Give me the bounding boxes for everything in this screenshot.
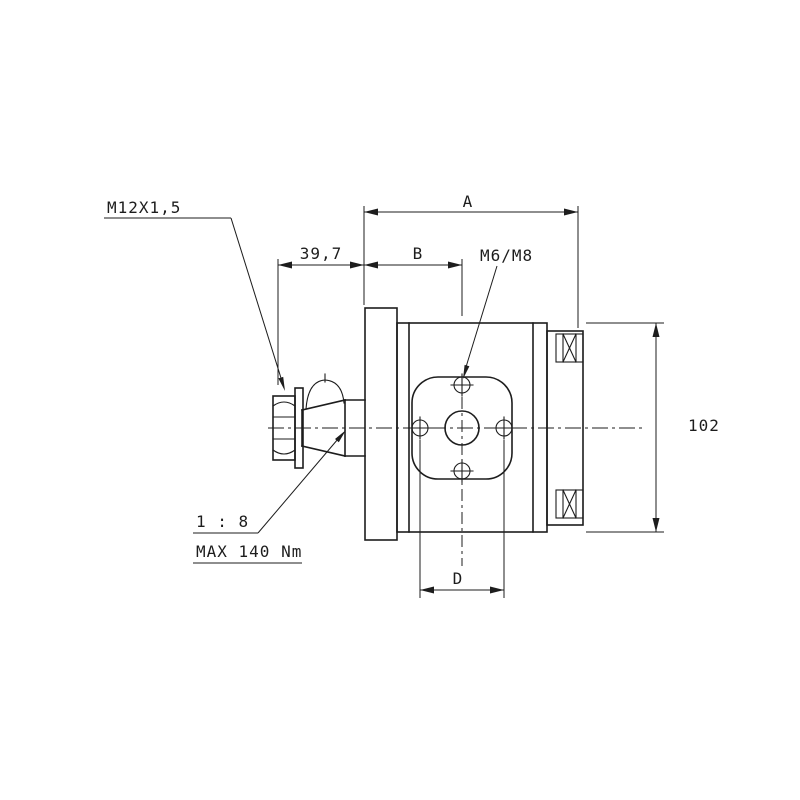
callout-shaft-thread: M12X1,5	[104, 198, 285, 391]
dim-397-arrow-right	[350, 261, 364, 269]
dim-b-arrow-left	[364, 261, 378, 269]
dimension-d: D	[419, 440, 505, 598]
port-center-bore	[444, 410, 480, 446]
tie-bolt-bottom	[555, 489, 584, 519]
dim-d-label: D	[453, 569, 464, 588]
port-thread-leader	[465, 265, 498, 368]
torque-label: MAX 140 Nm	[196, 542, 302, 561]
tie-bolt-top-head	[555, 333, 584, 363]
shaft-nut-chamfer-bottom	[272, 449, 296, 455]
dim-102-arrow-top	[652, 323, 660, 337]
dim-b-arrow-right	[448, 261, 462, 269]
shaft-taper-bottom	[301, 445, 346, 457]
dim-a-label: A	[463, 192, 474, 211]
dim-102-arrow-bottom	[652, 518, 660, 532]
dim-b-label: B	[413, 244, 424, 263]
port-thread-label: M6/M8	[480, 246, 533, 265]
shaft-thread-leader	[230, 217, 282, 379]
port-thread-leader-arrow	[463, 364, 470, 379]
dim-397-label: 39,7	[300, 244, 343, 263]
dim-d-arrow-left	[420, 586, 434, 594]
tie-bolt-bottom-cross-2	[562, 489, 577, 519]
dimension-b: B	[364, 244, 463, 316]
dim-a-arrow-right	[564, 208, 578, 216]
dim-d-arrow-right	[490, 586, 504, 594]
shaft-taper-top	[301, 399, 346, 411]
tie-bolt-top-cross-2	[562, 333, 577, 363]
dim-102-label: 102	[688, 416, 720, 435]
shaft-nut-chamfer-top	[272, 401, 296, 407]
taper-leader-arrow	[335, 430, 346, 443]
taper-label: 1 : 8	[196, 512, 249, 531]
port-flange-face	[408, 373, 516, 483]
dimension-a: A	[363, 192, 579, 328]
drive-shaft-assembly	[272, 373, 366, 469]
dimension-body-height: 102	[586, 322, 720, 533]
callout-port-thread: M6/M8	[463, 246, 533, 379]
shaft-nut-body	[272, 395, 296, 461]
tie-bolt-bottom-head	[555, 489, 584, 519]
dim-a-arrow-left	[364, 208, 378, 216]
shaft-nut	[272, 395, 296, 461]
shaft-thread-label: M12X1,5	[107, 198, 181, 217]
pump-mounting-flange	[364, 307, 398, 541]
taper-leader	[257, 438, 339, 534]
tie-bolt-top	[555, 333, 584, 363]
centerlines	[268, 374, 645, 566]
dim-397-arrow-left	[278, 261, 292, 269]
pump-rear-cover	[546, 330, 584, 526]
note-taper-torque: 1 : 8 MAX 140 Nm	[193, 430, 346, 564]
dimension-shaft-protrusion: 39,7	[277, 244, 364, 385]
shaft-thread-leader-arrow	[278, 376, 285, 391]
pump-outline	[364, 307, 584, 541]
